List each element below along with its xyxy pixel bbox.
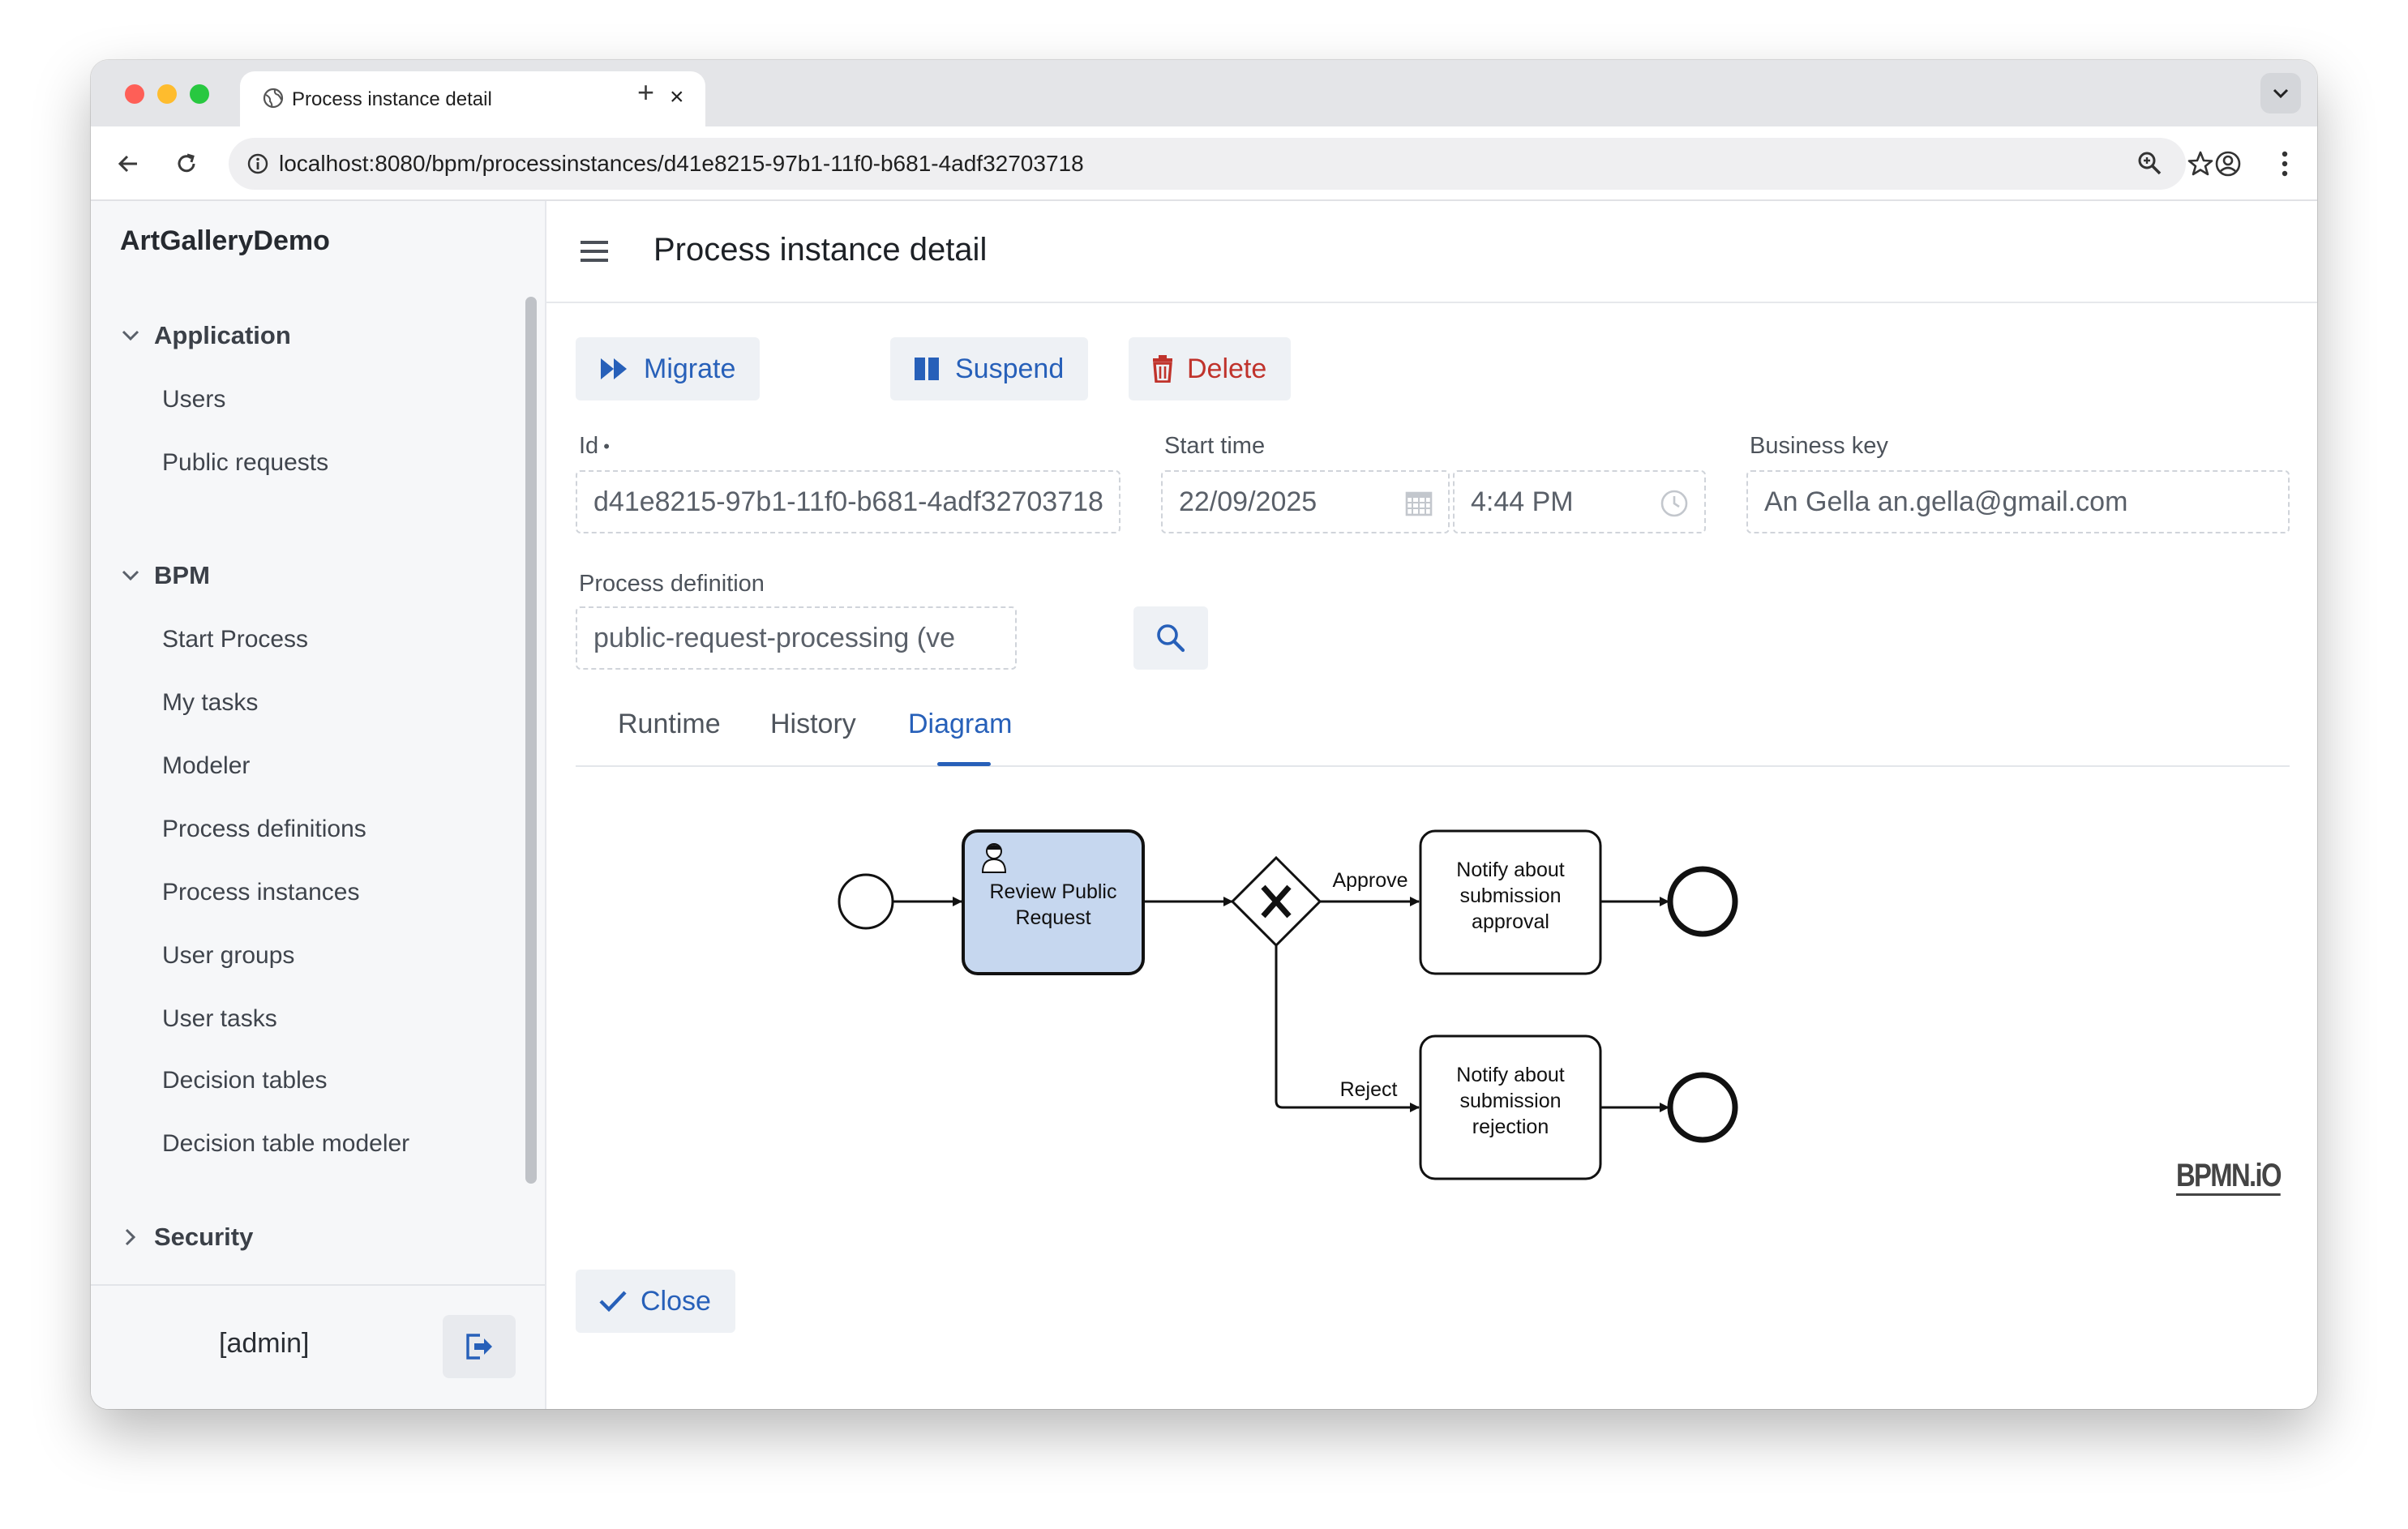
maximize-window-button[interactable] <box>190 84 209 104</box>
reload-icon[interactable] <box>169 146 204 182</box>
chevron-down-icon <box>2272 88 2290 99</box>
menu-item-my-tasks[interactable]: My tasks <box>162 689 258 717</box>
browser-menu-icon[interactable] <box>2267 146 2303 182</box>
menu-item-process-instances[interactable]: Process instances <box>162 879 359 906</box>
menu-group-security[interactable]: Security <box>118 1219 253 1255</box>
task-review-public-request[interactable]: Review Public Request <box>963 831 1143 974</box>
id-label: Id• <box>579 433 610 460</box>
calendar-icon[interactable] <box>1404 488 1433 521</box>
svg-text:approval: approval <box>1472 910 1549 933</box>
tab-search-button[interactable] <box>2260 73 2301 113</box>
sidebar-footer: [admin] <box>91 1284 545 1409</box>
task-notify-rejection[interactable]: Notify about submission rejection <box>1420 1036 1600 1179</box>
chevron-down-icon <box>118 563 143 588</box>
task-notify-approval[interactable]: Notify about submission approval <box>1420 831 1600 974</box>
start-event[interactable] <box>839 875 893 928</box>
browser-toolbar: localhost:8080/bpm/processinstances/d41e… <box>91 126 2317 201</box>
menu-item-public-requests[interactable]: Public requests <box>162 449 328 477</box>
tab-runtime[interactable]: Runtime <box>618 709 721 740</box>
svg-text:Request: Request <box>1015 906 1090 929</box>
start-time-label: Start time <box>1164 433 1265 460</box>
pause-icon <box>913 356 942 382</box>
trash-icon <box>1151 355 1174 383</box>
flow-label-reject: Reject <box>1340 1078 1398 1101</box>
profile-icon[interactable] <box>2210 146 2246 182</box>
process-definition-search-button[interactable] <box>1133 606 1208 670</box>
current-user-label: [admin] <box>219 1328 310 1360</box>
exclusive-gateway[interactable] <box>1232 858 1320 945</box>
start-time-field[interactable]: 4:44 PM <box>1453 470 1706 533</box>
new-tab-icon[interactable]: + <box>637 76 654 109</box>
bpmn-io-watermark[interactable]: BPMN.iO <box>2176 1158 2281 1194</box>
suspend-button[interactable]: Suspend <box>890 337 1088 400</box>
sidebar-scrollbar[interactable] <box>525 297 537 1184</box>
delete-button[interactable]: Delete <box>1129 337 1291 400</box>
address-bar[interactable]: localhost:8080/bpm/processinstances/d41e… <box>229 138 2186 190</box>
process-definition-field[interactable]: public-request-processing (ve <box>576 606 1017 670</box>
menu-item-decision-tables[interactable]: Decision tables <box>162 1067 327 1094</box>
fast-forward-icon <box>598 356 631 382</box>
browser-tab-title: Process instance detail <box>292 88 492 111</box>
main-content: Process instance detail Migrate Suspend <box>546 201 2317 1409</box>
main-header: Process instance detail <box>546 201 2317 303</box>
zoom-icon[interactable] <box>2136 149 2163 181</box>
start-date-field[interactable]: 22/09/2025 <box>1161 470 1450 533</box>
close-window-button[interactable] <box>125 84 144 104</box>
search-icon <box>1155 622 1187 654</box>
menu-item-modeler[interactable]: Modeler <box>162 752 250 780</box>
end-event-rejection[interactable] <box>1670 1075 1735 1140</box>
svg-text:submission: submission <box>1459 1090 1561 1112</box>
flow-label-approve: Approve <box>1332 869 1408 892</box>
page-title: Process instance detail <box>653 232 987 268</box>
browser-tab[interactable]: Process instance detail × <box>240 71 705 126</box>
bpmn-diagram: Review Public Request Approve Re <box>576 769 2290 1206</box>
active-tab-indicator <box>937 762 991 766</box>
detail-tabs: Runtime History Diagram <box>576 687 2290 767</box>
url-text: localhost:8080/bpm/processinstances/d41e… <box>279 151 1084 177</box>
globe-icon <box>263 88 284 113</box>
process-definition-label: Process definition <box>579 571 765 597</box>
svg-text:rejection: rejection <box>1472 1116 1549 1138</box>
site-info-icon[interactable] <box>246 152 269 179</box>
logout-icon <box>464 1332 495 1361</box>
menu-item-users[interactable]: Users <box>162 386 225 413</box>
tab-history[interactable]: History <box>770 709 856 740</box>
hamburger-menu-icon[interactable] <box>577 235 613 268</box>
checkmark-icon <box>598 1289 628 1313</box>
app-title: ArtGalleryDemo <box>120 225 330 257</box>
menu-item-process-definitions[interactable]: Process definitions <box>162 816 366 843</box>
menu-group-bpm[interactable]: BPM <box>118 558 210 593</box>
menu-group-application[interactable]: Application <box>118 318 291 353</box>
end-event-approval[interactable] <box>1670 869 1735 934</box>
browser-tabstrip: Process instance detail × + <box>91 60 2317 126</box>
menu-item-decision-table-modeler[interactable]: Decision table modeler <box>162 1130 409 1158</box>
bpmn-canvas: Review Public Request Approve Re <box>576 769 2290 1206</box>
svg-text:submission: submission <box>1459 884 1561 907</box>
menu-item-user-groups[interactable]: User groups <box>162 942 294 970</box>
browser-window: Process instance detail × + localhost:80… <box>91 60 2317 1409</box>
app-root: ArtGalleryDemo Application Users Public … <box>91 201 2317 1409</box>
id-field[interactable]: d41e8215-97b1-11f0-b681-4adf32703718 <box>576 470 1120 533</box>
menu-item-user-tasks[interactable]: User tasks <box>162 1005 277 1033</box>
business-key-label: Business key <box>1750 433 1888 460</box>
close-tab-icon[interactable]: × <box>670 83 684 112</box>
menu-item-start-process[interactable]: Start Process <box>162 626 308 653</box>
logout-button[interactable] <box>443 1315 516 1378</box>
migrate-button[interactable]: Migrate <box>576 337 760 400</box>
chevron-right-icon <box>118 1225 143 1249</box>
clock-icon[interactable] <box>1659 488 1690 523</box>
svg-text:Notify about: Notify about <box>1456 1064 1564 1086</box>
sidebar: ArtGalleryDemo Application Users Public … <box>91 201 546 1409</box>
minimize-window-button[interactable] <box>157 84 177 104</box>
tab-diagram[interactable]: Diagram <box>908 709 1012 740</box>
business-key-field[interactable]: An Gella an.gella@gmail.com <box>1746 470 2290 533</box>
chevron-down-icon <box>118 323 143 348</box>
svg-text:Review Public: Review Public <box>989 880 1116 903</box>
close-button[interactable]: Close <box>576 1270 735 1333</box>
svg-text:Notify about: Notify about <box>1456 859 1564 881</box>
back-arrow-icon[interactable] <box>110 146 146 182</box>
